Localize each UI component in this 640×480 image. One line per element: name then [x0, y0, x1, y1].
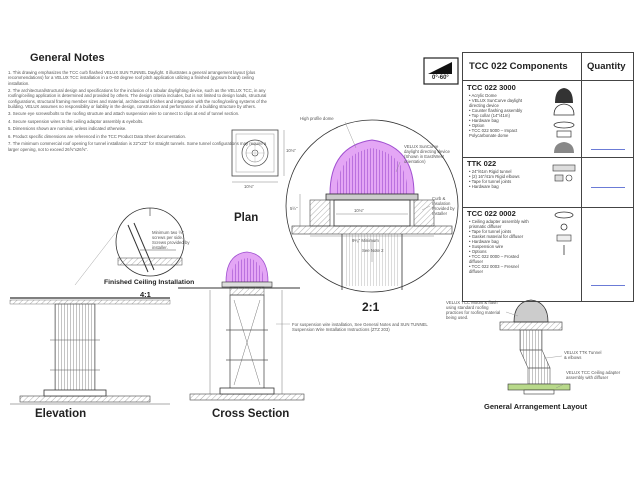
component-item: • Option	[469, 123, 485, 128]
component-item: • TCC 022 0003 – Fresnel diffuser	[469, 264, 519, 274]
note-7: 7. The minimum commercial roof opening f…	[8, 141, 267, 152]
quantity-field-tcc-3000	[591, 149, 625, 150]
components-table: TCC 022 Components Quantity TCC 022 3000…	[462, 52, 634, 302]
suncurve-callout: VELUX SunCurve daylight directing device…	[404, 144, 450, 164]
plan-view-label: Plan	[234, 212, 259, 224]
general-notes-title: General Notes	[30, 52, 105, 64]
note-6: 6. Product specific dimensions are refer…	[8, 133, 187, 139]
gal-ttk-callout: VELUX TTK Tunnel & elbows	[564, 350, 602, 360]
component-item: • Top collar (14"/41m)	[469, 113, 510, 118]
gal-ceiling-callout: VELUX TCC Ceiling adapter assembly with …	[566, 370, 621, 380]
component-item: • Options	[469, 249, 487, 254]
component-item: • (2) 16"/41m Rigid elbows	[469, 174, 520, 179]
detail-scale-label: 2:1	[362, 300, 380, 314]
note-4: 4. Secure suspension wires to the ceilin…	[8, 118, 144, 124]
roof-pitch-label: 0°-60°	[432, 75, 449, 81]
component-section-title: TCC 022 0002	[467, 209, 516, 218]
components-table-header: TCC 022 Components Quantity	[463, 53, 633, 81]
plan-height-dim: 10⅛"	[286, 148, 296, 153]
elevation-view-label: Elevation	[35, 408, 87, 420]
note-1: 1. This drawing emphasizes the TCC curb …	[8, 70, 256, 86]
component-item: • Hardware bag	[469, 184, 499, 189]
component-item: • Ceiling adapter assembly with prismati…	[469, 219, 529, 229]
finished-ceiling-scale: 4:1	[140, 290, 151, 299]
plan-view	[231, 129, 285, 183]
component-item: • Gasket material for diffuser	[469, 234, 524, 239]
detail-height-dim: 5½"	[290, 206, 298, 211]
general-arrangement-view	[499, 299, 571, 395]
component-section-title: TCC 022 3000	[467, 83, 516, 92]
component-section-tcc-3000: TCC 022 3000 • Acrylic Dome • VELUX SunC…	[463, 83, 581, 138]
quantity-header: Quantity	[587, 61, 626, 72]
note-3: 3. Secure eye screws/bolts to the roofin…	[8, 111, 240, 117]
detail-2-1-view	[285, 119, 459, 293]
component-items: • 24"/61m Rigid tunnel • (2) 16"/41m Rig…	[463, 169, 531, 189]
quantity-field-ttk-022	[591, 187, 625, 188]
component-section-ttk-022: TTK 022 • 24"/61m Rigid tunnel • (2) 16"…	[463, 159, 581, 189]
general-arrangement-label: General Arrangement Layout	[484, 402, 588, 411]
note-2: 2. The architectural/structural design a…	[8, 88, 267, 109]
note-5: 5. Dimensions shown are nominal, unless …	[8, 126, 127, 132]
plan-width-dim: 10⅛"	[244, 184, 254, 189]
component-item: • 24"/61m Rigid tunnel	[469, 169, 512, 174]
component-item: • Counter flashing assembly	[469, 108, 523, 113]
component-item: • Tape for tunnel joints	[469, 229, 512, 234]
finished-ceiling-detail	[115, 207, 185, 277]
component-item: • Hardware bag	[469, 239, 499, 244]
finished-ceiling-label: Finished Ceiling Installation	[104, 279, 195, 286]
component-item: • Hardware bag	[469, 118, 499, 123]
quantity-field-tcc-0002	[591, 285, 625, 286]
cross-section-view	[178, 251, 305, 401]
component-item: • TCC 022 5000 – Impact Polycarbonate do…	[469, 128, 518, 138]
component-item: • TCC 022 0000 – Frosted diffuser	[469, 254, 519, 264]
component-item: • Acrylic Dome	[469, 93, 497, 98]
component-section-title: TTK 022	[467, 159, 497, 168]
suspension-callout: For suspension wire installation, See Ge…	[292, 322, 428, 332]
screws-callout: Minimum two ½" screws per side. Screws p…	[152, 230, 190, 250]
curb-insulation-callout: Curb & Insulation Provided by Installer	[432, 196, 455, 216]
elevation-view	[9, 297, 171, 405]
roof-pitch-badge	[423, 57, 459, 85]
component-item: • Suspension wire	[469, 244, 504, 249]
see-note-label: See Note 2	[362, 248, 384, 253]
component-section-tcc-0002: TCC 022 0002 • Ceiling adapter assembly …	[463, 209, 581, 274]
detail-outer-dim: 10⅛"	[354, 208, 364, 213]
detail-inner-dim: 9⁵⁄₈" Minimum	[352, 238, 379, 243]
component-items: • Acrylic Dome • VELUX SunCurve daylight…	[463, 93, 531, 138]
component-thumbnails	[552, 88, 576, 255]
component-items: • Ceiling adapter assembly with prismati…	[463, 219, 533, 274]
component-item: • VELUX SunCurve daylight directing devi…	[469, 98, 523, 108]
component-item: • Tape for tunnel joints	[469, 179, 512, 184]
gal-tcc-callout: VELUX TCC Mount & flash using standard r…	[446, 300, 501, 320]
components-title: TCC 022 Components	[469, 61, 568, 72]
high-profile-dome-callout: High profile dome	[300, 116, 334, 121]
cross-section-label: Cross Section	[212, 408, 290, 420]
general-notes-list: 1. This drawing emphasizes the TCC curb …	[8, 70, 276, 154]
